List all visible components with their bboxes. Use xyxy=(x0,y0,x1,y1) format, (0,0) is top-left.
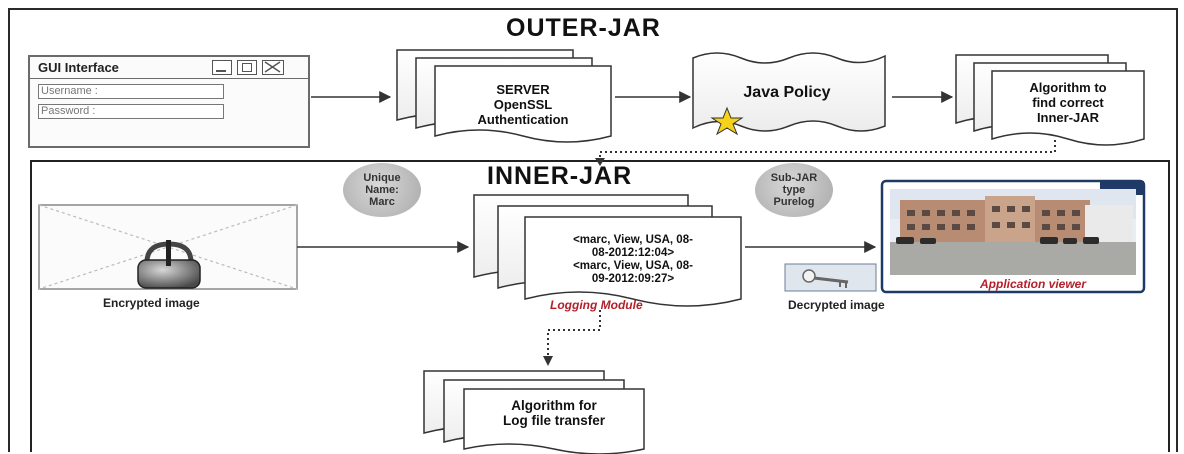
algorithm-line-3: Inner-JAR xyxy=(1036,110,1100,125)
inner-jar-title: INNER-JAR xyxy=(487,162,633,190)
java-policy-doc xyxy=(692,52,886,132)
decrypted-image-caption: Decrypted image xyxy=(788,298,885,312)
unique-name-line-3: Marc xyxy=(369,196,395,208)
log-entry-line-3: <marc, View, USA, 08- xyxy=(573,260,693,272)
transfer-line-1: Algorithm for xyxy=(511,398,597,413)
server-line-1: SERVER xyxy=(496,82,550,97)
log-doc-stack xyxy=(473,194,742,307)
unique-name-line-1: Unique xyxy=(363,172,401,184)
log-entry-line-1: <marc, View, USA, 08- xyxy=(573,234,693,246)
application-viewer-window xyxy=(880,179,1146,294)
algorithm-inner-label: Algorithm to find correct Inner-JAR xyxy=(994,80,1142,125)
transfer-doc-stack xyxy=(423,370,645,454)
server-line-2: OpenSSL xyxy=(493,97,553,112)
log-entry-line-2: 08-2012:12:04> xyxy=(591,247,675,259)
key-icon xyxy=(784,263,877,292)
java-policy-label: Java Policy xyxy=(743,84,831,101)
maximize-icon xyxy=(237,60,257,75)
username-field: Username : xyxy=(38,84,224,99)
logging-module-caption: Logging Module xyxy=(550,298,643,312)
subjar-type-badge: Sub-JAR type Purelog xyxy=(755,163,833,217)
outer-jar-frame xyxy=(8,8,1178,452)
dotted-link-arrowhead xyxy=(595,158,605,166)
outer-jar-title: OUTER-JAR xyxy=(506,14,661,42)
log-entry-line-4: 09-2012:09:27> xyxy=(591,273,675,285)
transfer-line-2: Log file transfer xyxy=(502,413,605,428)
subjar-line-1: Sub-JAR xyxy=(770,172,818,184)
dotted-link-outer-inner xyxy=(599,140,1056,162)
star-icon xyxy=(710,106,744,136)
password-field: Password : xyxy=(38,104,224,119)
dotted-link-log-transfer xyxy=(547,310,601,360)
server-line-3: Authentication xyxy=(477,112,569,127)
algorithm-line-1: Algorithm to xyxy=(1029,80,1107,95)
padlock-icon xyxy=(137,240,201,289)
gui-interface-window: GUI Interface Username : Password : xyxy=(28,55,310,148)
algorithm-inner-doc-stack xyxy=(955,54,1145,146)
gui-title: GUI Interface xyxy=(38,60,119,75)
server-doc-stack xyxy=(396,49,612,143)
dotted-down-arrowhead xyxy=(543,356,553,366)
close-icon xyxy=(262,60,284,75)
gui-titlebar: GUI Interface xyxy=(30,57,308,79)
log-entries: <marc, View, USA, 08- 08-2012:12:04> <ma… xyxy=(527,234,739,286)
unique-name-badge: Unique Name: Marc xyxy=(343,163,421,217)
log-transfer-label: Algorithm for Log file transfer xyxy=(466,398,642,428)
application-viewer-caption: Application viewer xyxy=(980,277,1087,291)
subjar-line-2: type xyxy=(782,184,806,196)
algorithm-line-2: find correct xyxy=(1032,95,1104,110)
minimize-icon xyxy=(212,60,232,75)
subjar-line-3: Purelog xyxy=(773,196,815,208)
encrypted-image-caption: Encrypted image xyxy=(103,296,200,310)
server-label: SERVER OpenSSL Authentication xyxy=(437,82,609,127)
unique-name-line-2: Name: xyxy=(365,184,399,196)
